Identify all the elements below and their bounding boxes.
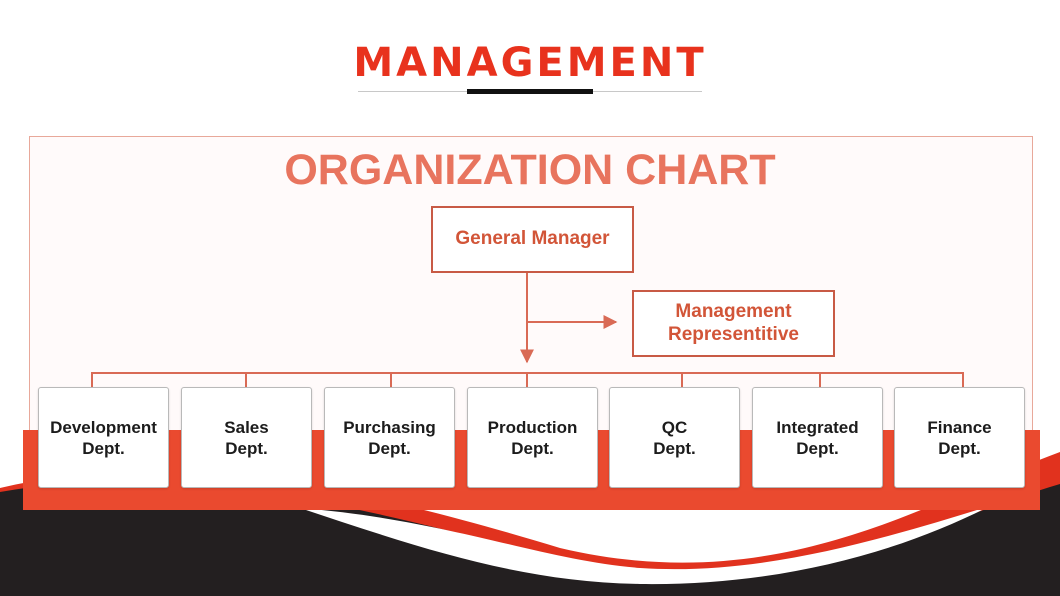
dept-suffix: Dept. [653,438,696,458]
page-title: MANAGEMENT [353,40,707,86]
dept-name: Sales [224,417,269,437]
chart-title: ORGANIZATION CHART [284,146,776,194]
management-rep-line2: Representitive [668,323,799,345]
dept-suffix: Dept. [225,438,268,458]
dept-name: Finance [927,417,992,437]
dept-name: Production [487,417,578,437]
dept-name: Purchasing [343,417,436,437]
wave-white-curve [300,506,990,585]
dept-suffix: Dept. [82,438,125,458]
title-divider-accent [467,89,593,94]
dept-suffix: Dept. [368,438,411,458]
dept-suffix: Dept. [511,438,554,458]
management-representative-box: Management Representitive [632,290,835,357]
management-rep-line1: Management [675,300,792,322]
dept-name: Development [50,417,157,437]
dept-suffix: Dept. [796,438,839,458]
dept-suffix: Dept. [938,438,981,458]
general-manager-box: General Manager [431,206,634,273]
dept-name: Integrated [776,417,859,437]
dept-name: QC [661,417,688,437]
general-manager-label: General Manager [455,228,610,250]
